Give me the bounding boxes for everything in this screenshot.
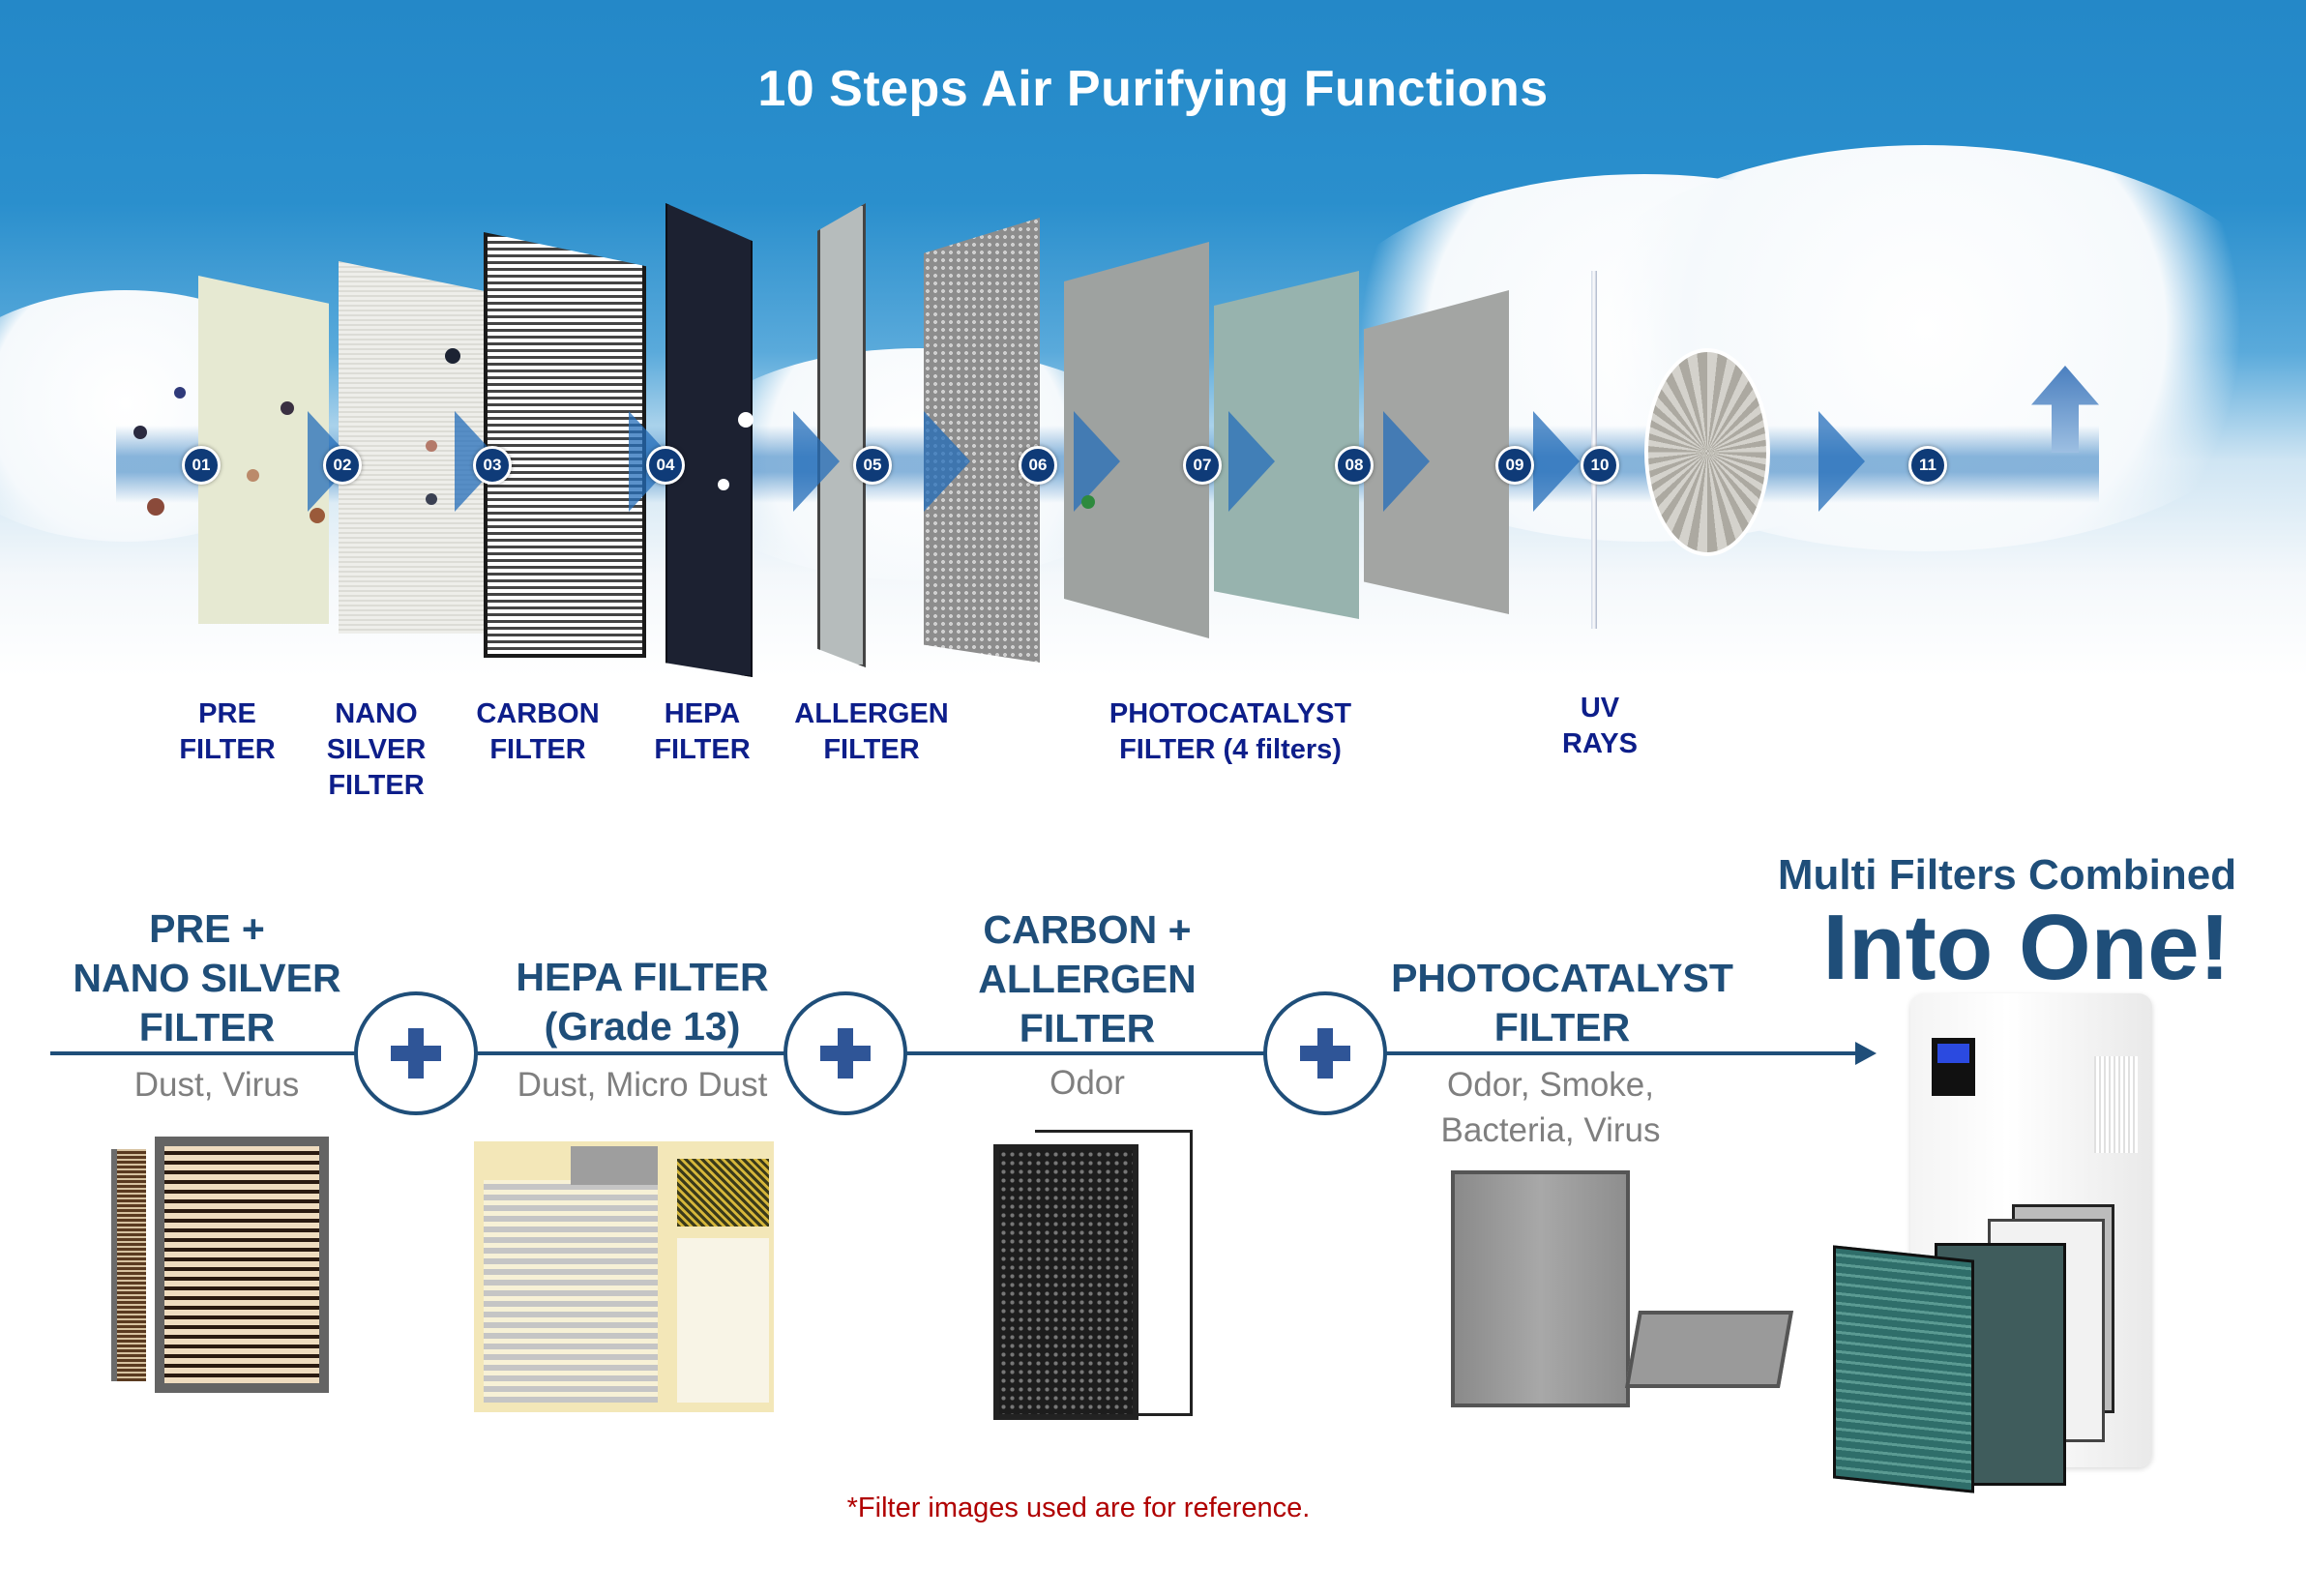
display-screen-icon [1932, 1038, 1975, 1096]
step-badge: 04 [646, 446, 685, 485]
step-label-nano-silver-filter: NANO SILVER FILTER [327, 696, 427, 804]
page-title: 10 Steps Air Purifying Functions [757, 61, 1549, 117]
fan-wheel [1644, 348, 1770, 556]
step-badge: 02 [323, 446, 362, 485]
step-label-hepa-filter: HEPA FILTER [654, 696, 750, 768]
step-label-uv-rays: UV RAYS [1562, 691, 1638, 762]
connector-line [50, 1051, 1859, 1055]
step-badge: 03 [473, 446, 512, 485]
label-line: FILTER [654, 734, 751, 765]
label-line: ALLERGEN [794, 698, 949, 729]
step-badge: 01 [182, 446, 221, 485]
step-badge: 10 [1581, 446, 1619, 485]
dust-particle-icon [426, 493, 437, 505]
combined-title: Into One! [1822, 896, 2231, 999]
dust-particle-icon [445, 348, 460, 364]
targets-line: Bacteria, Virus [1440, 1111, 1661, 1149]
label-line: FILTER [823, 734, 920, 765]
carbon-allergen-filter-image [993, 1144, 1138, 1420]
label-line: CARBON [476, 698, 600, 729]
purifier-filter-layer [1833, 1245, 1974, 1493]
flow-chevron-icon [1074, 411, 1120, 512]
heading-line: NANO SILVER [73, 956, 341, 1000]
photocatalyst-filter-image [1451, 1170, 1630, 1407]
plus-circle-icon [783, 991, 907, 1115]
group-heading-photocatalyst: PHOTOCATALYST FILTER [1391, 954, 1733, 1052]
side-vent-icon [2094, 1056, 2138, 1153]
step-label-pre-filter: PRE FILTER [179, 696, 275, 768]
footnote: *Filter images used are for reference. [846, 1493, 1311, 1523]
group-heading-carbon-allergen: CARBON + ALLERGEN FILTER [978, 905, 1197, 1053]
step-badge: 06 [1019, 446, 1057, 485]
label-line: FILTER [328, 770, 425, 801]
step-badge: 08 [1335, 446, 1374, 485]
label-line: UV [1580, 693, 1620, 724]
label-line: FILTER (4 filters) [1119, 734, 1342, 765]
pre-filter-panel [198, 276, 329, 624]
dust-particle-icon [147, 498, 164, 516]
label-line: HEPA [664, 698, 741, 729]
dust-particle-icon [1081, 495, 1095, 509]
label-line: PHOTOCATALYST [1109, 698, 1352, 729]
dust-particle-icon [174, 387, 186, 399]
hepa-filter-diagram [474, 1141, 774, 1412]
heading-line: FILTER [1019, 1006, 1156, 1050]
group-heading-pre-nano-silver: PRE + NANO SILVER FILTER [73, 904, 340, 1052]
flow-chevron-icon [1533, 411, 1580, 512]
pre-nano-silver-filter-image [111, 1149, 146, 1381]
label-line: PRE [198, 698, 256, 729]
label-line: NANO [335, 698, 418, 729]
group-targets: Dust, Micro Dust [517, 1066, 768, 1104]
group-targets: Dust, Virus [133, 1066, 300, 1104]
label-line: SILVER [326, 734, 427, 765]
targets-line: Odor, Smoke, [1447, 1066, 1654, 1104]
group-targets: Odor [1050, 1064, 1125, 1102]
heading-line: FILTER [138, 1005, 276, 1049]
heading-line: PHOTOCATALYST [1391, 956, 1733, 1000]
step-label-allergen-filter: ALLERGEN FILTER [794, 696, 949, 768]
heading-line: ALLERGEN [978, 957, 1197, 1001]
heading-line: (Grade 13) [544, 1004, 741, 1049]
group-targets: Odor, Smoke, Bacteria, Virus [1441, 1062, 1661, 1153]
plus-circle-icon [354, 991, 478, 1115]
heading-line: PRE + [149, 906, 265, 951]
flow-chevron-icon [1818, 411, 1865, 512]
label-line: FILTER [179, 734, 276, 765]
hepa-filter-panel [665, 203, 753, 677]
flow-chevron-icon [793, 411, 840, 512]
heading-line: FILTER [1493, 1005, 1631, 1049]
dust-particle-icon [718, 479, 729, 490]
combined-subtitle: Multi Filters Combined [1777, 851, 2237, 899]
label-line: RAYS [1562, 728, 1638, 759]
step-badge: 09 [1495, 446, 1534, 485]
dust-particle-icon [247, 469, 259, 482]
carbon-filter-panel [484, 232, 646, 658]
step-label-photocatalyst-filter: PHOTOCATALYST FILTER (4 filters) [1109, 696, 1351, 768]
step-label-carbon-filter: CARBON FILTER [476, 696, 599, 768]
pre-nano-silver-filter-image [155, 1137, 329, 1393]
flow-chevron-icon [1383, 411, 1430, 512]
flow-chevron-icon [1228, 411, 1275, 512]
heading-line: HEPA FILTER [516, 955, 769, 999]
step-badge: 11 [1908, 446, 1947, 485]
heading-line: CARBON + [983, 907, 1192, 952]
label-line: FILTER [489, 734, 586, 765]
dust-particle-icon [426, 440, 437, 452]
dust-particle-icon [281, 401, 294, 415]
plus-circle-icon [1263, 991, 1387, 1115]
arrow-head-icon [1855, 1042, 1877, 1065]
dust-particle-icon [738, 412, 754, 428]
flow-chevron-icon [924, 411, 970, 512]
step-badge: 07 [1183, 446, 1222, 485]
dust-particle-icon [310, 508, 325, 523]
dust-particle-icon [133, 426, 147, 439]
photocatalyst-filter-image [1624, 1311, 1794, 1388]
step-badge: 05 [853, 446, 892, 485]
group-heading-hepa: HEPA FILTER (Grade 13) [516, 953, 768, 1051]
